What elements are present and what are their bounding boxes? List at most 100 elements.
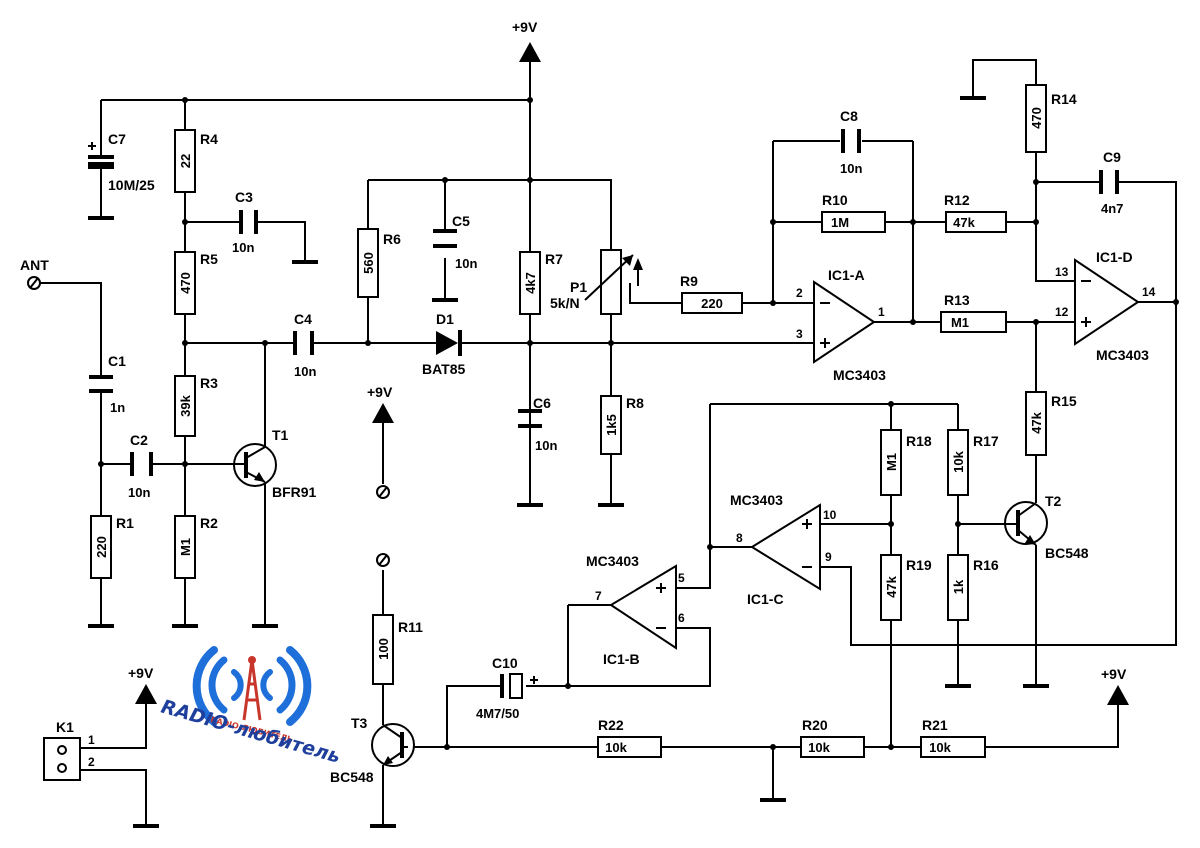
supply-label-right: +9V (1101, 666, 1127, 682)
svg-text:MC3403: MC3403 (833, 367, 886, 383)
junction-dot (888, 744, 894, 750)
resistor-r20: 10k R20 (800, 717, 865, 758)
connector-k1: K1 1 2 (43, 719, 95, 781)
junction-dot (1033, 319, 1039, 325)
resistor-r22: 10k R22 (597, 717, 662, 758)
junction-dot (955, 521, 961, 527)
svg-text:6: 6 (678, 611, 685, 625)
resistor-r6: 560 R6 (357, 228, 401, 298)
svg-text:C4: C4 (294, 311, 312, 327)
svg-text:MC3403: MC3403 (730, 492, 783, 508)
junction-dot (888, 521, 894, 527)
resistor-r5: 470 R5 (174, 251, 218, 315)
svg-text:10n: 10n (455, 256, 477, 271)
svg-text:IC1-D: IC1-D (1096, 249, 1133, 265)
svg-text:14: 14 (1142, 285, 1156, 299)
resistor-r18: M1 R18 (880, 429, 932, 496)
radio-lyubitel-logo: RADIO-ЛЮБИТЕЛЬ RADIO-любитель (159, 646, 343, 768)
svg-text:R19: R19 (906, 557, 932, 573)
resistor-r7: 4k7 R7 (519, 251, 563, 315)
svg-text:4M7/50: 4M7/50 (476, 706, 519, 721)
capacitor-c3: C3 10n (232, 189, 258, 255)
svg-text:R13: R13 (944, 292, 970, 308)
svg-text:10k: 10k (605, 740, 627, 755)
svg-text:R4: R4 (200, 131, 218, 147)
svg-text:R11: R11 (398, 619, 423, 635)
svg-text:BFR91: BFR91 (272, 484, 317, 500)
svg-text:R2: R2 (200, 515, 218, 531)
svg-text:R10: R10 (822, 192, 848, 208)
svg-text:R14: R14 (1051, 91, 1077, 107)
resistor-r21: 10k R21 (920, 717, 986, 758)
svg-text:RADIO-любитель: RADIO-любитель (159, 696, 343, 768)
junction-dots (98, 97, 1179, 750)
junction-dot (182, 97, 188, 103)
svg-text:R17: R17 (973, 433, 999, 449)
supply-arrow-top (519, 42, 541, 62)
opamp-ic1-c: MC3403 IC1-C 10 9 8 (730, 492, 837, 607)
capacitor-c7: C7 10M/25 (88, 131, 155, 193)
junction-dot (910, 319, 916, 325)
svg-text:100: 100 (376, 638, 391, 660)
svg-text:M1: M1 (951, 315, 969, 330)
resistor-r8: 1k5 R8 (600, 395, 644, 455)
svg-text:1: 1 (878, 305, 885, 319)
svg-text:220: 220 (701, 296, 723, 311)
junction-dot (262, 340, 268, 346)
svg-text:C9: C9 (1103, 149, 1121, 165)
svg-text:560: 560 (361, 252, 376, 274)
svg-text:C10: C10 (492, 655, 518, 671)
resistor-r3: 39k R3 (174, 375, 218, 437)
svg-text:47k: 47k (884, 575, 899, 597)
svg-text:IC1-A: IC1-A (828, 267, 865, 283)
junction-dot (527, 177, 533, 183)
svg-text:R1: R1 (116, 515, 134, 531)
resistor-r17: 10k R17 (947, 429, 999, 496)
svg-text:470: 470 (1029, 107, 1044, 129)
svg-text:R6: R6 (383, 231, 401, 247)
svg-text:R15: R15 (1051, 393, 1077, 409)
supply-arrow-right (1107, 685, 1129, 705)
svg-text:R18: R18 (906, 433, 932, 449)
svg-text:MC3403: MC3403 (586, 553, 639, 569)
svg-text:12: 12 (1055, 305, 1069, 319)
supply-label-k1: +9V (128, 665, 154, 681)
resistor-r13: M1 R13 (940, 292, 1007, 333)
svg-text:M1: M1 (178, 538, 193, 556)
resistor-r16: 1k R16 (947, 554, 999, 621)
svg-text:10k: 10k (808, 740, 830, 755)
junction-dot (527, 340, 533, 346)
svg-text:R22: R22 (598, 717, 624, 733)
ground-symbols (88, 96, 1049, 828)
junction-dot (770, 744, 776, 750)
junction-dot (565, 683, 571, 689)
svg-text:IC1-C: IC1-C (747, 591, 784, 607)
junction-dot (1173, 299, 1179, 305)
junction-dot (182, 461, 188, 467)
potentiometer-p1: P1 5k/N (550, 249, 643, 315)
svg-text:10: 10 (823, 508, 837, 522)
svg-text:R12: R12 (944, 192, 970, 208)
svg-text:5k/N: 5k/N (550, 295, 580, 311)
junction-dot (910, 219, 916, 225)
svg-text:22: 22 (178, 154, 193, 168)
svg-text:R3: R3 (200, 375, 218, 391)
junction-dot (770, 219, 776, 225)
resistor-r14: 470 R14 (1025, 84, 1077, 153)
transistor-t3: T3 BC548 (330, 715, 415, 785)
svg-text:1n: 1n (110, 400, 125, 415)
svg-text:T2: T2 (1045, 493, 1062, 509)
resistor-r2: M1 R2 (174, 515, 218, 579)
antenna-input: ANT (20, 257, 49, 290)
svg-text:10n: 10n (128, 485, 150, 500)
resistor-r11: 100 R11 (372, 614, 423, 685)
svg-text:BAT85: BAT85 (422, 361, 466, 377)
junction-dot (1033, 219, 1039, 225)
svg-text:47k: 47k (953, 215, 975, 230)
capacitor-c1: C1 1n (89, 353, 126, 415)
ant-label: ANT (20, 257, 49, 273)
capacitor-c2: C2 10n (128, 432, 153, 500)
svg-text:IC1-B: IC1-B (603, 651, 640, 667)
svg-text:9: 9 (825, 550, 832, 564)
svg-text:47k: 47k (1029, 411, 1044, 433)
